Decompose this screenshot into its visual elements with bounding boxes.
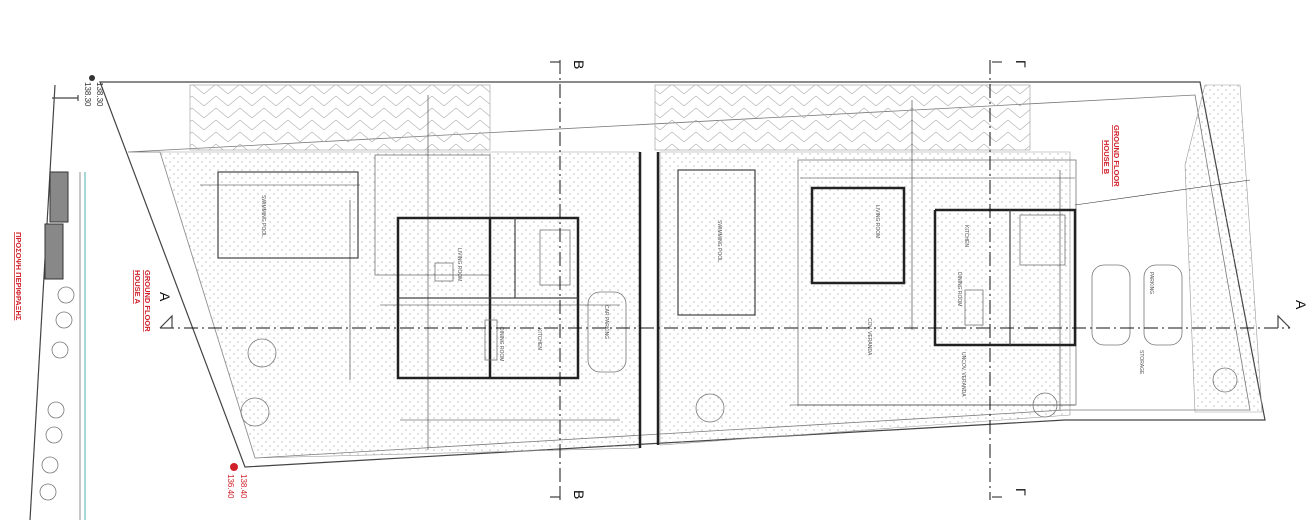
pool-a-label: SWIMMING POOL bbox=[260, 195, 266, 237]
parking-strip-a bbox=[189, 84, 491, 151]
swimming-pool-a bbox=[217, 171, 359, 259]
pool-b-label: SWIMMING POOL bbox=[716, 220, 722, 262]
dimension-lines bbox=[200, 95, 1251, 450]
parking-strip-b bbox=[654, 84, 1031, 151]
swimming-pool-b bbox=[677, 169, 756, 316]
car-a bbox=[587, 291, 627, 373]
fence-elevation: ΠΡΟΣΟΨΗ ΠΕΡΙΦΡΑΞΗΣ bbox=[14, 84, 86, 521]
section-b-bottom-label: B bbox=[571, 490, 587, 499]
car-b2 bbox=[1143, 264, 1183, 346]
house-a-floor-title: GROUND FLOOR bbox=[143, 270, 152, 332]
dining-room-a-label: DINING ROOM bbox=[498, 327, 504, 361]
house-a-name-title: HOUSE A bbox=[133, 270, 142, 304]
level-top-left-1: 138.30 bbox=[95, 82, 104, 107]
section-a-right-label: A bbox=[1293, 300, 1309, 310]
level-bottom-1: 138.40 bbox=[239, 474, 248, 499]
section-a-left-label: A bbox=[157, 292, 173, 302]
fence-shrubs bbox=[39, 286, 75, 501]
section-lines: A A B B Γ Γ bbox=[157, 60, 1309, 500]
house-a-plan: LIVING ROOM DINING ROOM KITCHEN bbox=[374, 154, 580, 380]
house-b-name-title: HOUSE B bbox=[1102, 140, 1111, 175]
site-boundary bbox=[99, 81, 1266, 468]
section-b-top-label: B bbox=[571, 60, 587, 69]
uncov-veranda-b-label: UNCOV. VERANDA bbox=[960, 352, 966, 397]
car-b1 bbox=[1091, 264, 1131, 346]
section-g-top-label: Γ bbox=[1013, 60, 1029, 68]
fence-elevation-title: ΠΡΟΣΟΨΗ ΠΕΡΙΦΡΑΞΗΣ bbox=[14, 232, 23, 321]
storage-b-label: STORAGE bbox=[1138, 350, 1144, 375]
trees bbox=[240, 338, 1238, 427]
section-g-bottom-label: Γ bbox=[1013, 488, 1029, 496]
garden-east bbox=[1184, 84, 1263, 413]
level-top-left-2: 138.30 bbox=[83, 82, 92, 107]
car-parking-a-label: CAR PARKING bbox=[603, 305, 609, 339]
garden-b bbox=[659, 151, 1071, 446]
level-marker-top-left bbox=[89, 75, 95, 81]
house-b-floor-title: GROUND FLOOR bbox=[1112, 125, 1121, 187]
parking-b-label: PARKING bbox=[1148, 272, 1154, 294]
kitchen-b-label: KITCHEN bbox=[963, 225, 969, 247]
living-room-b-label: LIVING ROOM bbox=[874, 205, 880, 238]
level-bottom-2: 136.40 bbox=[226, 474, 235, 499]
living-room-a-label: LIVING ROOM bbox=[456, 248, 462, 281]
level-marker-bottom bbox=[230, 463, 238, 471]
kitchen-a-label: KITCHEN bbox=[536, 328, 542, 350]
cov-veranda-b-label: COV. VERANDA bbox=[866, 318, 872, 356]
dining-room-b-label: DINING ROOM bbox=[956, 272, 962, 306]
